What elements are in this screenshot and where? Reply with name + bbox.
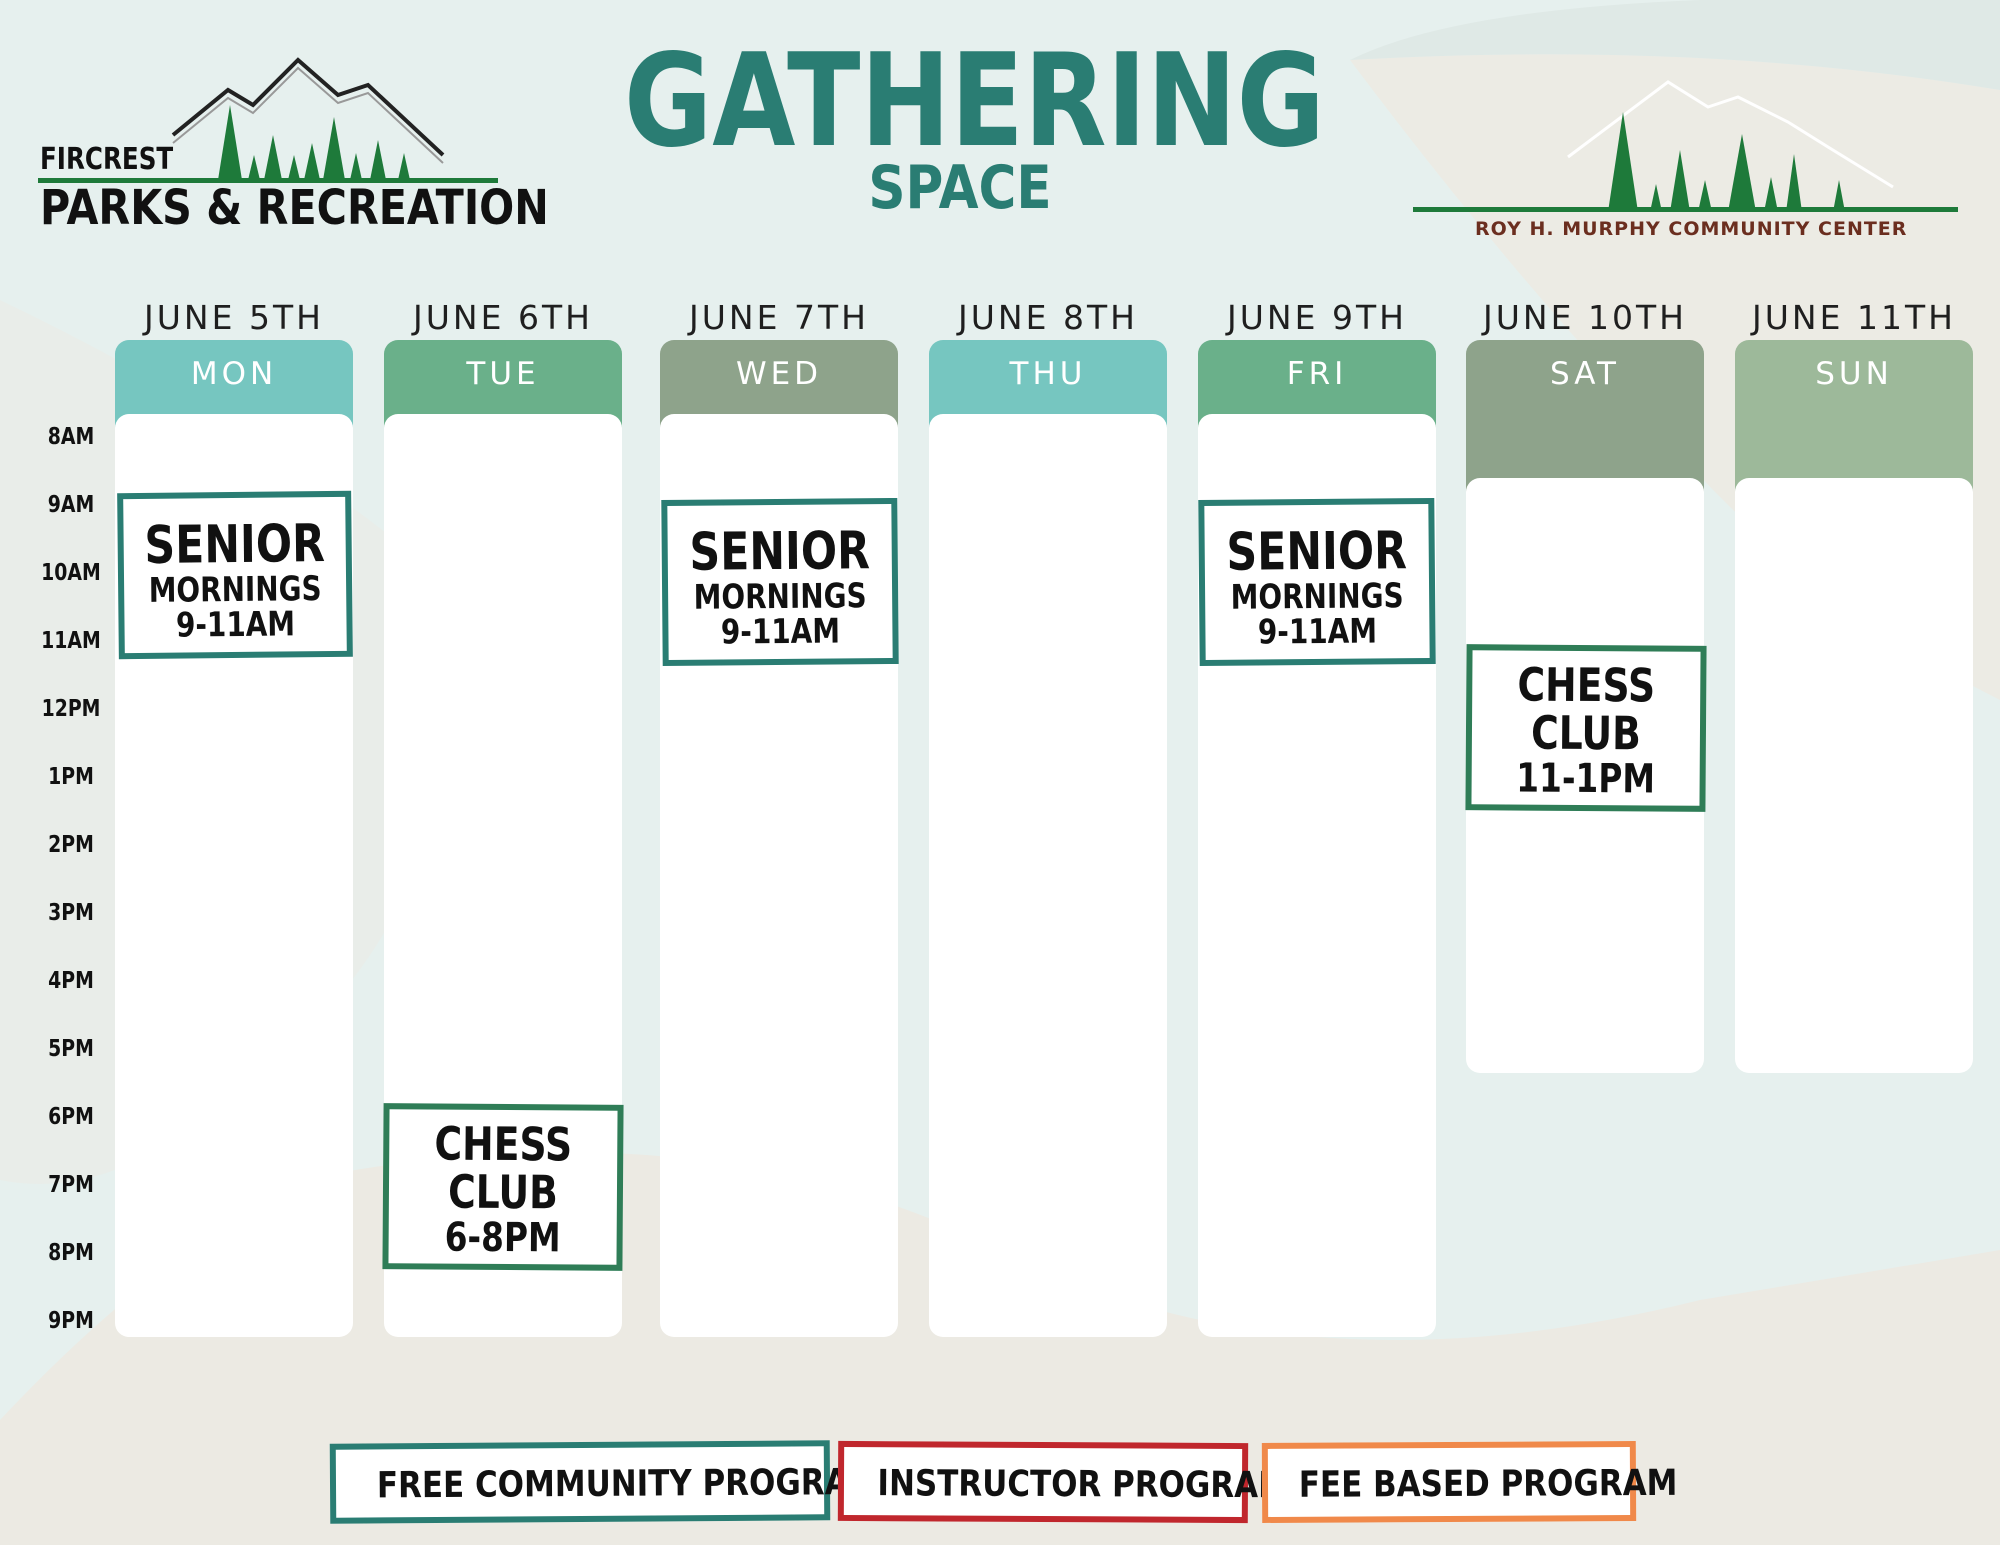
- event-subtitle: CLUB: [1530, 705, 1642, 761]
- legend-label: FEE BASED PROGRAM: [1298, 1462, 1678, 1506]
- page-title: GATHERING: [624, 27, 1325, 176]
- fircrest-parks-logo: [38, 57, 498, 183]
- time-label: 9AM: [47, 492, 95, 518]
- event-subtitle: MORNINGS: [1230, 575, 1404, 618]
- day-column-thu: [929, 414, 1167, 1337]
- time-label: 9PM: [48, 1308, 94, 1334]
- legend-instructor-program: INSTRUCTOR PROGRAM: [837, 1440, 1289, 1524]
- date-label-mon: JUNE 5TH: [144, 298, 324, 337]
- event-subtitle: CLUB: [447, 1164, 559, 1220]
- event-title: CHESS: [1517, 657, 1656, 713]
- time-label: 10AM: [41, 560, 101, 586]
- event-time: 9-11AM: [175, 604, 296, 646]
- day-header-sat: SAT: [1466, 340, 1704, 500]
- event-chess-club-sat[interactable]: CHESS CLUB 11-1PM: [1465, 644, 1707, 812]
- event-title: SENIOR: [689, 521, 871, 583]
- date-label-wed: JUNE 7TH: [689, 298, 869, 337]
- time-label: 3PM: [48, 900, 94, 926]
- legend-label: INSTRUCTOR PROGRAM: [877, 1463, 1290, 1507]
- legend-free-community-program: FREE COMMUNITY PROGRAM: [329, 1440, 880, 1524]
- event-subtitle: MORNINGS: [148, 568, 322, 611]
- event-time: 6-8PM: [444, 1214, 561, 1261]
- page-subtitle: SPACE: [868, 153, 1052, 223]
- time-label: 1PM: [48, 764, 94, 790]
- legend-fee-based-program: FEE BASED PROGRAM: [1261, 1441, 1678, 1523]
- time-label: 12PM: [41, 696, 101, 722]
- date-label-sat: JUNE 10TH: [1483, 298, 1687, 337]
- logo-community-center-text: ROY H. MURPHY COMMUNITY CENTER: [1475, 218, 1908, 240]
- event-time: 11-1PM: [1516, 755, 1656, 803]
- event-title: SENIOR: [1226, 521, 1408, 583]
- day-header-sun: SUN: [1735, 340, 1973, 500]
- event-chess-club-tue[interactable]: CHESS CLUB 6-8PM: [382, 1103, 624, 1271]
- event-title: CHESS: [434, 1116, 573, 1172]
- event-time: 9-11AM: [1257, 611, 1378, 653]
- time-label: 8PM: [48, 1240, 94, 1266]
- time-label: 11AM: [41, 628, 101, 654]
- date-label-sun: JUNE 11TH: [1752, 298, 1956, 337]
- date-label-fri: JUNE 9TH: [1227, 298, 1407, 337]
- event-senior-mornings-wed[interactable]: SENIOR MORNINGS 9-11AM: [661, 497, 899, 667]
- time-label: 5PM: [48, 1036, 94, 1062]
- event-senior-mornings-mon[interactable]: SENIOR MORNINGS 9-11AM: [117, 490, 353, 660]
- event-title: SENIOR: [144, 514, 326, 576]
- time-label: 8AM: [47, 424, 95, 450]
- logo-parks-text: PARKS & RECREATION: [40, 180, 549, 236]
- date-label-tue: JUNE 6TH: [413, 298, 593, 337]
- roy-murphy-logo: [1413, 80, 1958, 212]
- time-label: 4PM: [48, 968, 94, 994]
- logo-fircrest-text: FIRCREST: [40, 142, 174, 177]
- date-label-thu: JUNE 8TH: [958, 298, 1138, 337]
- time-label: 7PM: [48, 1172, 94, 1198]
- event-subtitle: MORNINGS: [693, 575, 867, 618]
- day-column-sun: [1735, 478, 1973, 1073]
- time-label: 2PM: [48, 832, 94, 858]
- event-time: 9-11AM: [720, 611, 841, 653]
- time-label: 6PM: [48, 1104, 94, 1130]
- legend-label: FREE COMMUNITY PROGRAM: [376, 1461, 880, 1507]
- event-senior-mornings-fri[interactable]: SENIOR MORNINGS 9-11AM: [1198, 497, 1436, 667]
